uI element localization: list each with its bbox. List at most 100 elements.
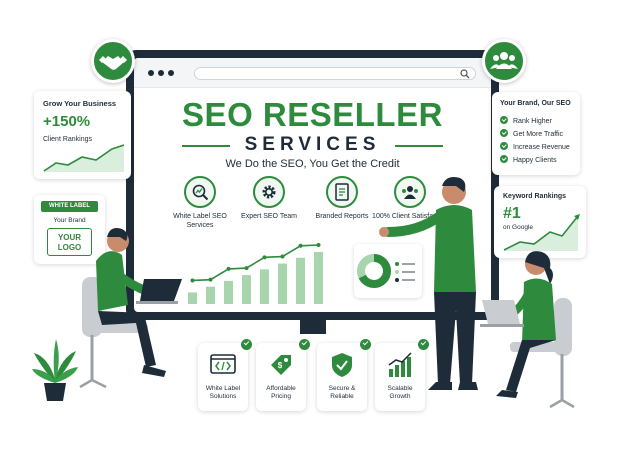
benefit-label: Get More Traffic: [513, 131, 564, 138]
browser-toolbar: [134, 58, 491, 88]
growth-card-heading: Grow Your Business: [43, 99, 117, 108]
window-dot[interactable]: [168, 70, 174, 76]
growth-card: Grow Your Business +150% Client Rankings: [34, 91, 131, 179]
price-tag-icon: $: [271, 355, 291, 375]
seated-man-illustration: [79, 228, 182, 389]
donut-chart: [357, 254, 415, 288]
code-window-icon: [210, 354, 236, 374]
people-icon: [394, 176, 426, 208]
window-dot[interactable]: [148, 70, 154, 76]
feature-label: Secure &Reliable: [328, 385, 356, 400]
hero-tagline: We Do the SEO, You Get the Credit: [225, 158, 400, 170]
white-label-card: WHITE LABEL Your Brand YOUR LOGO: [34, 195, 105, 264]
trend-point: [316, 243, 321, 247]
hero-title: SEO RESELLER: [182, 96, 443, 133]
team-icon: [490, 52, 518, 69]
title-divider: [395, 145, 443, 147]
chart-bar: [188, 292, 197, 304]
benefit-item: Rank Higher: [500, 116, 552, 125]
check-icon: [418, 339, 429, 350]
chart-magnifier-icon: [184, 176, 216, 208]
keyword-trend-chart: [503, 214, 580, 251]
check-icon: [500, 116, 508, 124]
keyword-card-heading: Keyword Rankings: [503, 193, 567, 200]
trend-point: [190, 278, 195, 283]
benefit-label: Rank Higher: [513, 118, 552, 125]
team-badge: [482, 39, 526, 83]
svg-text:$: $: [278, 361, 283, 370]
keyword-card-value: #1: [503, 205, 521, 222]
service-client-satisfaction[interactable]: 100% Client Satisfaction: [370, 176, 450, 221]
keyword-rankings-card: Keyword Rankings #1 on Google: [494, 186, 586, 258]
keyword-card-subtitle: on Google: [503, 224, 533, 231]
handshake-icon: [99, 56, 127, 70]
growth-bar-chart: [188, 243, 323, 304]
window-dot[interactable]: [158, 70, 164, 76]
trend-point: [262, 255, 267, 260]
donut-panel: [354, 244, 422, 298]
benefit-label: Happy Clients: [513, 157, 557, 164]
chart-bar: [224, 280, 233, 304]
monitor-stand: [300, 320, 326, 334]
service-expert-team[interactable]: Expert SEO Team: [229, 176, 309, 221]
search-icon[interactable]: [460, 69, 470, 79]
seated-woman-illustration: [480, 251, 575, 409]
check-icon: [500, 155, 508, 163]
trend-point: [298, 243, 303, 248]
plant-illustration: [32, 339, 78, 401]
browser-window: SEO RESELLER SERVICES We Do the SEO, You…: [134, 58, 491, 312]
service-branded-reports[interactable]: Branded Reports: [302, 176, 382, 221]
trend-line: [192, 244, 319, 282]
brand-benefits-card: Your Brand, Our SEO Rank Higher Get More…: [492, 92, 580, 175]
trend-point: [280, 254, 285, 259]
chart-bar: [260, 269, 269, 304]
report-icon: [326, 176, 358, 208]
benefit-label: Increase Revenue: [513, 144, 570, 151]
service-label: Expert SEO Team: [241, 213, 297, 220]
service-label: Branded Reports: [315, 213, 369, 220]
address-bar[interactable]: [194, 67, 476, 80]
growth-card-value: +150%: [43, 113, 91, 130]
growth-trend-chart: [43, 144, 125, 172]
title-divider: [182, 145, 230, 147]
check-icon: [299, 339, 310, 350]
shield-check-icon: [332, 353, 352, 377]
service-white-label[interactable]: White Label SEO Services: [160, 176, 240, 230]
service-label: 100% Client Satisfaction: [372, 213, 448, 220]
check-icon: [500, 142, 508, 150]
check-icon: [500, 129, 508, 137]
growth-chart-panel: [176, 236, 336, 308]
feature-secure-reliable[interactable]: Secure &Reliable: [317, 339, 371, 411]
trend-point: [226, 266, 231, 271]
trend-point: [244, 266, 249, 271]
check-icon: [360, 339, 371, 350]
benefit-item: Increase Revenue: [500, 142, 570, 151]
hero-subtitle: SERVICES: [244, 134, 381, 155]
check-icon: [241, 339, 252, 350]
brand-card-heading: Your Brand, Our SEO: [500, 100, 571, 107]
logo-line: LOGO: [57, 243, 82, 252]
trend-point: [208, 277, 213, 282]
chart-bar: [206, 286, 215, 304]
service-label: White Label SEO Services: [173, 213, 227, 229]
white-label-brand: Your Brand: [53, 217, 86, 224]
gear-icon: [253, 176, 285, 208]
chart-bar: [278, 263, 287, 304]
benefit-item: Happy Clients: [500, 155, 557, 164]
logo-placeholder[interactable]: YOUR LOGO: [47, 228, 92, 256]
logo-line: YOUR: [57, 233, 82, 242]
white-label-badge: WHITE LABEL: [41, 201, 98, 212]
standing-man-illustration: [379, 177, 478, 390]
benefit-item: Get More Traffic: [500, 129, 563, 138]
growth-bars-icon: [388, 352, 412, 377]
chart-bar: [296, 257, 305, 304]
handshake-badge: [91, 39, 135, 83]
chart-bar: [314, 252, 323, 304]
chart-bar: [242, 275, 251, 304]
